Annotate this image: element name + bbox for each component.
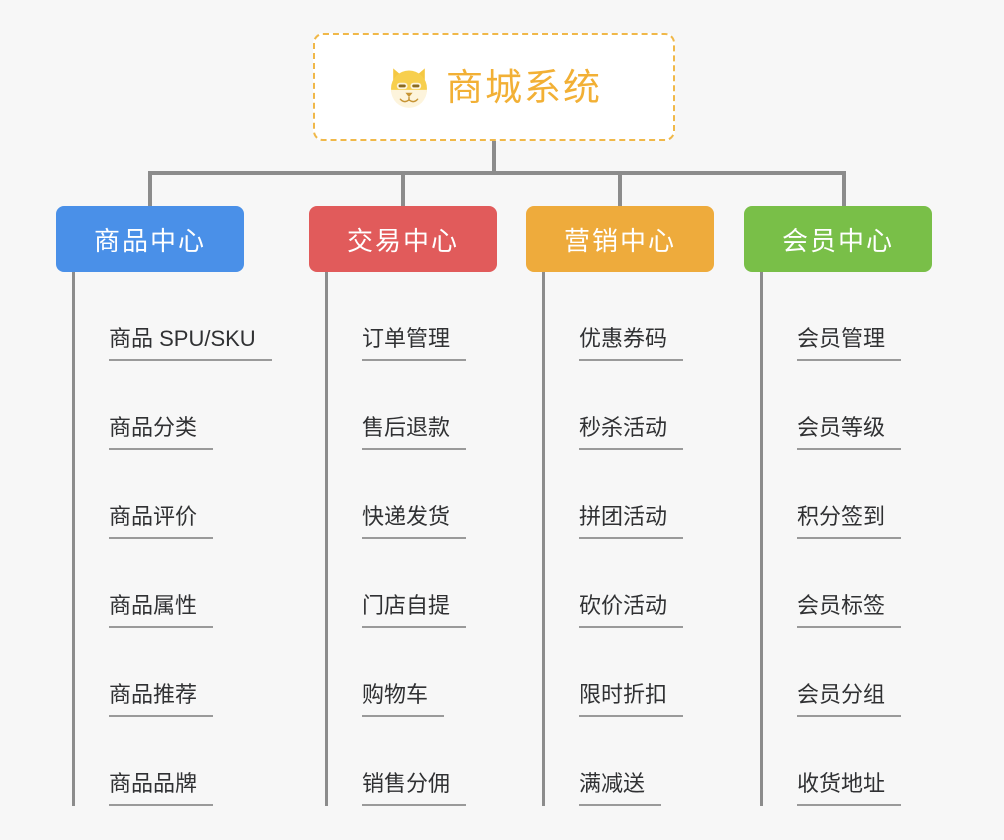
root-node-title: 商城系统 — [446, 66, 602, 108]
leaf-label: 商品品牌 — [109, 773, 214, 806]
leaf-item[interactable]: 积分签到 — [763, 450, 932, 539]
leaf-item[interactable]: 商品分类 — [75, 361, 244, 450]
leaf-list-product-center: 商品 SPU/SKU 商品分类 商品评价 商品属性 商品推荐 商品品牌 — [72, 272, 272, 806]
leaf-label: 商品 SPU/SKU — [109, 328, 272, 361]
leaf-label: 订单管理 — [362, 328, 467, 361]
leaf-label: 商品属性 — [109, 595, 214, 628]
leaf-label: 秒杀活动 — [579, 417, 684, 450]
leaf-item[interactable]: 商品属性 — [75, 539, 244, 628]
column-trade-center: 交易中心 订单管理 售后退款 快递发货 门店自提 购物车 销售分佣 — [309, 206, 497, 806]
leaf-list-trade-center: 订单管理 售后退款 快递发货 门店自提 购物车 销售分佣 — [325, 272, 497, 806]
connector-horizontal-bar — [148, 171, 846, 175]
leaf-item[interactable]: 满减送 — [545, 717, 714, 806]
leaf-item[interactable]: 会员等级 — [763, 361, 932, 450]
leaf-list-member-center: 会员管理 会员等级 积分签到 会员标签 会员分组 收货地址 — [760, 272, 932, 806]
leaf-label: 会员分组 — [797, 684, 902, 717]
leaf-item[interactable]: 销售分佣 — [328, 717, 497, 806]
leaf-list-marketing-center: 优惠券码 秒杀活动 拼团活动 砍价活动 限时折扣 满减送 — [542, 272, 714, 806]
category-box-member-center[interactable]: 会员中心 — [744, 206, 932, 272]
leaf-label: 商品分类 — [109, 417, 214, 450]
leaf-item[interactable]: 会员管理 — [763, 272, 932, 361]
category-box-marketing-center[interactable]: 营销中心 — [526, 206, 714, 272]
leaf-label: 满减送 — [579, 773, 662, 806]
connector-drop-product-center — [148, 171, 152, 209]
leaf-label: 收货地址 — [797, 773, 902, 806]
column-marketing-center: 营销中心 优惠券码 秒杀活动 拼团活动 砍价活动 限时折扣 满减送 — [526, 206, 714, 806]
leaf-item[interactable]: 拼团活动 — [545, 450, 714, 539]
leaf-label: 限时折扣 — [579, 684, 684, 717]
dog-face-icon — [391, 68, 427, 108]
leaf-item[interactable]: 购物车 — [328, 628, 497, 717]
leaf-label: 会员标签 — [797, 595, 902, 628]
leaf-label: 优惠券码 — [579, 328, 684, 361]
leaf-item[interactable]: 快递发货 — [328, 450, 497, 539]
leaf-label: 售后退款 — [362, 417, 467, 450]
leaf-item[interactable]: 商品评价 — [75, 450, 244, 539]
connector-drop-member-center — [842, 171, 846, 209]
leaf-label: 商品评价 — [109, 506, 214, 539]
category-label-member-center: 会员中心 — [781, 225, 894, 256]
leaf-item[interactable]: 会员分组 — [763, 628, 932, 717]
leaf-item[interactable]: 秒杀活动 — [545, 361, 714, 450]
leaf-label: 销售分佣 — [362, 773, 467, 806]
category-label-trade-center: 交易中心 — [346, 225, 459, 256]
root-node-mall-system[interactable]: 商城系统 — [313, 33, 675, 141]
leaf-item[interactable]: 会员标签 — [763, 539, 932, 628]
leaf-item[interactable]: 收货地址 — [763, 717, 932, 806]
leaf-label: 门店自提 — [362, 595, 467, 628]
leaf-label: 积分签到 — [797, 506, 902, 539]
leaf-item[interactable]: 商品品牌 — [75, 717, 244, 806]
leaf-item[interactable]: 售后退款 — [328, 361, 497, 450]
leaf-item[interactable]: 订单管理 — [328, 272, 497, 361]
leaf-item[interactable]: 商品推荐 — [75, 628, 244, 717]
leaf-label: 会员等级 — [797, 417, 902, 450]
connector-drop-trade-center — [401, 171, 405, 209]
category-label-marketing-center: 营销中心 — [563, 225, 676, 256]
leaf-item[interactable]: 门店自提 — [328, 539, 497, 628]
leaf-label: 会员管理 — [797, 328, 902, 361]
category-box-trade-center[interactable]: 交易中心 — [309, 206, 497, 272]
column-member-center: 会员中心 会员管理 会员等级 积分签到 会员标签 会员分组 收货地址 — [744, 206, 932, 806]
leaf-label: 拼团活动 — [579, 506, 684, 539]
connector-trunk — [492, 141, 496, 171]
leaf-item[interactable]: 限时折扣 — [545, 628, 714, 717]
leaf-label: 砍价活动 — [579, 595, 684, 628]
leaf-item[interactable]: 商品 SPU/SKU — [75, 272, 272, 361]
column-product-center: 商品中心 商品 SPU/SKU 商品分类 商品评价 商品属性 商品推荐 商品品牌 — [56, 206, 272, 806]
leaf-item[interactable]: 砍价活动 — [545, 539, 714, 628]
leaf-label: 商品推荐 — [109, 684, 214, 717]
category-box-product-center[interactable]: 商品中心 — [56, 206, 244, 272]
leaf-label: 快递发货 — [362, 506, 467, 539]
category-label-product-center: 商品中心 — [93, 225, 206, 256]
leaf-item[interactable]: 优惠券码 — [545, 272, 714, 361]
leaf-label: 购物车 — [362, 684, 445, 717]
connector-drop-marketing-center — [618, 171, 622, 209]
